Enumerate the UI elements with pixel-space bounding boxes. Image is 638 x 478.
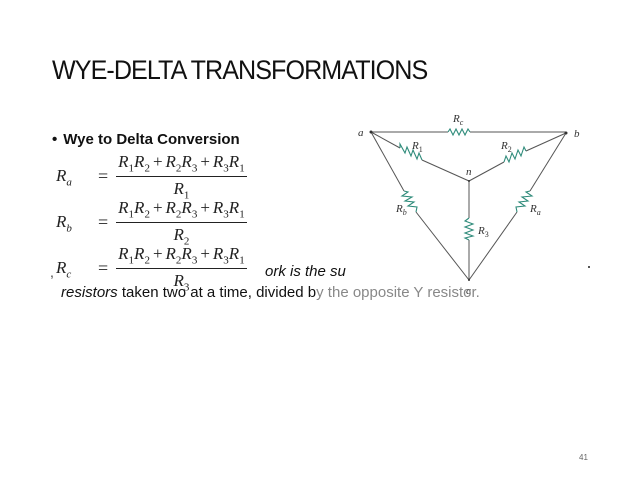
fraction-bar — [116, 222, 247, 224]
resistor-ra-label: Ra — [529, 203, 541, 217]
numerator: R1R2+R2R3+R3R1 — [118, 244, 245, 267]
node-c-label: c — [466, 285, 471, 297]
formula-rc: Rc = R1R2+R2R3+R3R1 R3 — [56, 244, 247, 294]
bullet-heading-text: Wye to Delta Conversion — [63, 131, 240, 148]
resistor-r1-icon — [399, 141, 423, 161]
stray-dot — [588, 266, 590, 268]
bullet-heading: • Wye to Delta Conversion — [52, 131, 240, 148]
page-number: 41 — [579, 453, 588, 462]
resistor-rc-icon — [447, 127, 471, 137]
resistor-rb-icon — [400, 190, 418, 213]
fraction: R1R2+R2R3+R3R1 R2 — [116, 198, 247, 248]
formula-rb: Rb = R1R2+R2R3+R3R1 R2 — [56, 198, 247, 248]
bullet-icon: • — [52, 131, 58, 148]
denominator: R3 — [173, 271, 190, 294]
resistor-rb-label: Rb — [395, 203, 407, 217]
formula-ra: Ra = R1R2+R2R3+R3R1 R1 — [56, 152, 247, 202]
resistor-r2-icon — [503, 145, 527, 164]
body-text-line-1: ork is the su — [265, 263, 346, 280]
resistor-r2-label: R2 — [500, 140, 512, 154]
node-b-label: b — [574, 128, 580, 140]
fraction-bar — [116, 268, 247, 270]
stray-comma: , — [50, 264, 54, 280]
slide-title: WYE-DELTA TRANSFORMATIONS — [52, 55, 428, 85]
body-text-line-2: resistors taken two at a time, divided b… — [61, 284, 480, 301]
denominator: R1 — [173, 179, 190, 202]
wye-delta-circuit-diagram: a b c n Rc R1 R2 R3 Rb Ra — [340, 100, 600, 300]
numerator: R1R2+R2R3+R3R1 — [118, 198, 245, 221]
resistor-r3-icon — [463, 217, 475, 241]
resistor-icons — [399, 127, 534, 241]
denominator: R2 — [173, 225, 190, 248]
node-n-label: n — [466, 166, 472, 178]
fraction: R1R2+R2R3+R3R1 R1 — [116, 152, 247, 202]
resistor-ra-icon — [515, 190, 534, 213]
resistor-rc-label: Rc — [452, 113, 464, 127]
resistor-r1-label: R1 — [411, 140, 423, 154]
fraction: R1R2+R2R3+R3R1 R3 — [116, 244, 247, 294]
resistor-r3-label: R3 — [477, 225, 489, 239]
fraction-bar — [116, 176, 247, 178]
circuit-svg: a b c n Rc R1 R2 R3 Rb Ra — [358, 113, 580, 297]
node-a-label: a — [358, 127, 364, 139]
numerator: R1R2+R2R3+R3R1 — [118, 152, 245, 175]
